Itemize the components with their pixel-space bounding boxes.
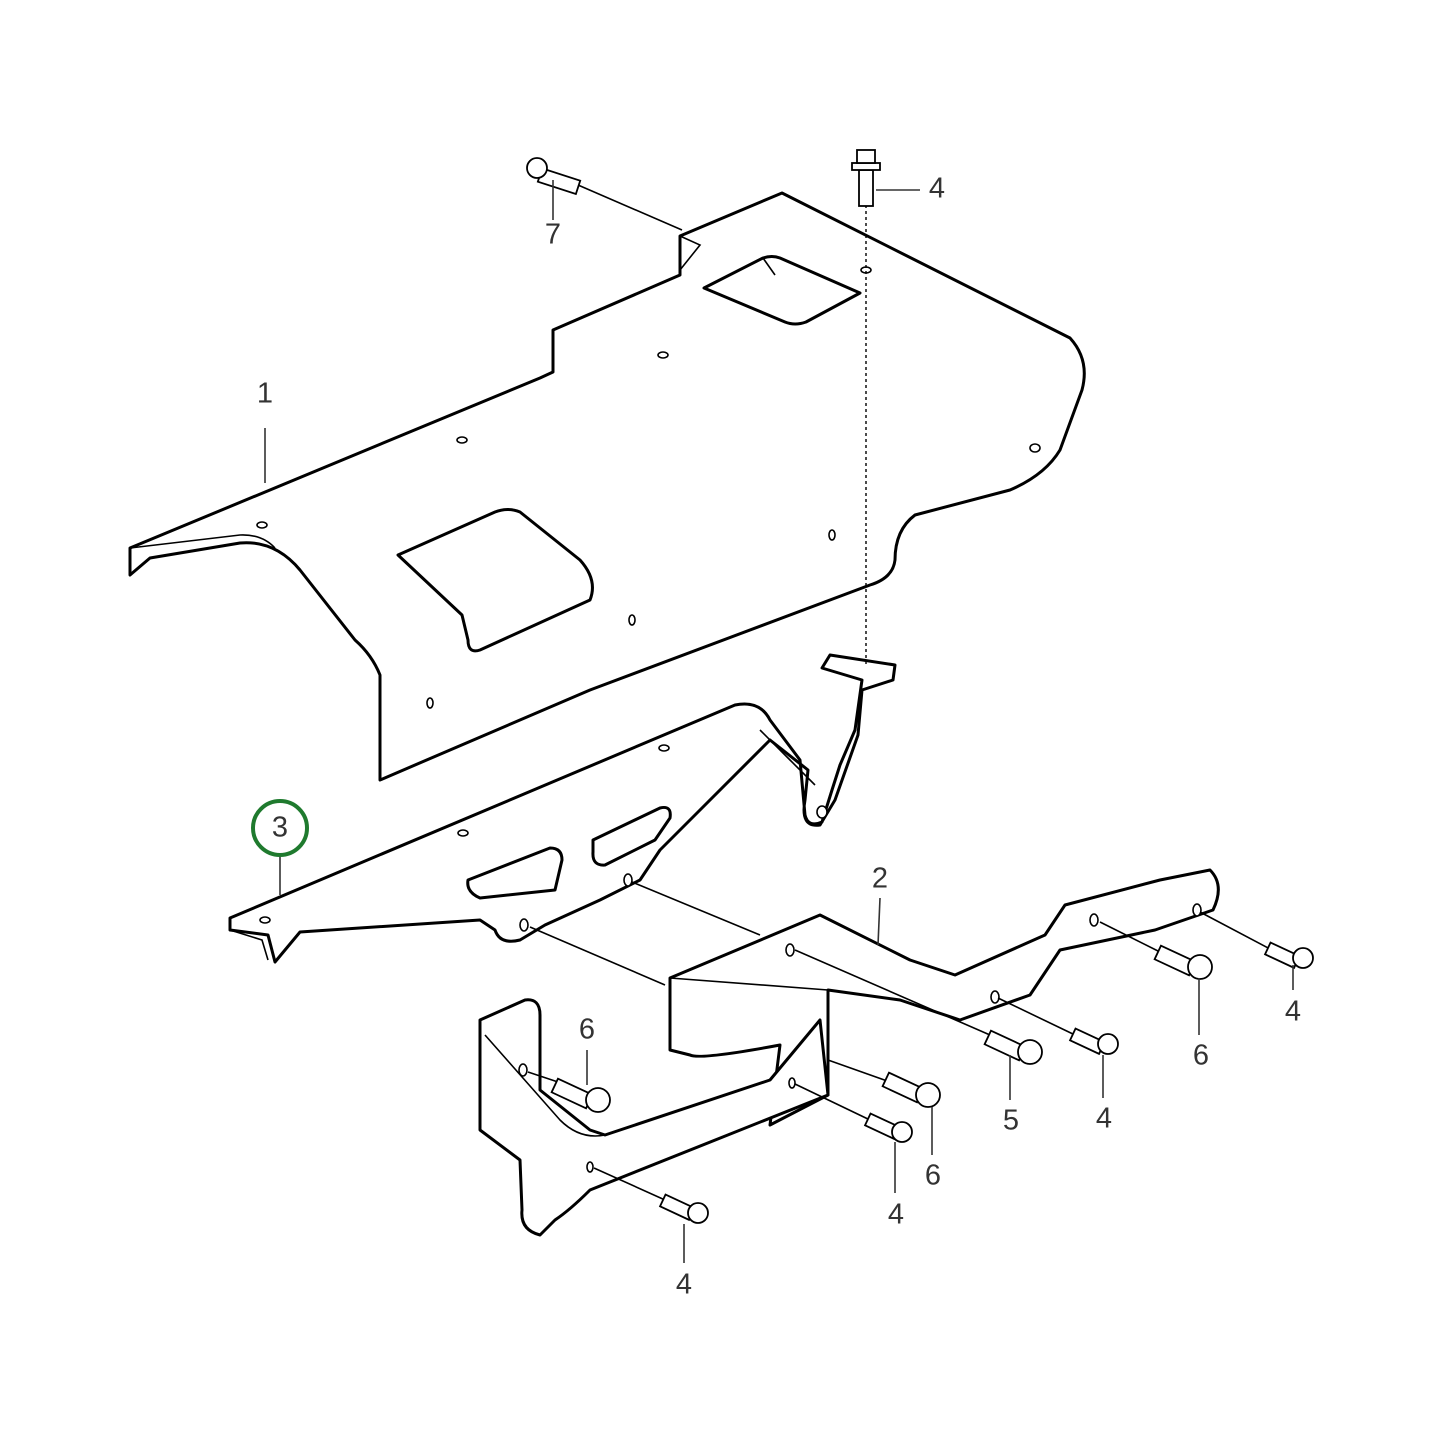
part-1-skid-plate[interactable] — [128, 191, 1086, 782]
part-3-side-bracket[interactable] — [228, 653, 897, 964]
callout-7[interactable]: 7 — [545, 219, 561, 251]
bolt-6-right[interactable] — [1153, 944, 1213, 980]
bolt-4-top[interactable] — [851, 149, 881, 207]
bolt-6-left[interactable] — [550, 1077, 611, 1113]
callout-3[interactable]: 3 — [272, 812, 288, 844]
callout-4-middle[interactable]: 4 — [888, 1199, 904, 1231]
assembly-axis-lines — [527, 184, 1273, 1201]
callout-2[interactable]: 2 — [872, 863, 888, 895]
callout-6-right[interactable]: 6 — [1193, 1040, 1209, 1072]
bolt-4-right-top[interactable] — [1263, 941, 1314, 970]
bolt-5[interactable] — [983, 1029, 1043, 1065]
bolt-4-bottom[interactable] — [658, 1193, 709, 1224]
callout-6-middle[interactable]: 6 — [925, 1160, 941, 1192]
callout-1[interactable]: 1 — [257, 378, 273, 410]
bolt-4-middle[interactable] — [863, 1112, 913, 1143]
callout-6-left[interactable]: 6 — [579, 1014, 595, 1046]
callout-4-top[interactable]: 4 — [929, 173, 945, 205]
callout-leaders — [264, 180, 1294, 1263]
bolt-4-middle-right[interactable] — [1068, 1027, 1119, 1056]
callout-4-middle-right[interactable]: 4 — [1096, 1103, 1112, 1135]
bolt-7[interactable] — [526, 157, 582, 196]
callout-labels: 1 2 3 4 7 4 6 4 5 6 6 4 4 — [257, 173, 1301, 1301]
bolt-6-middle[interactable] — [881, 1071, 941, 1108]
callout-5[interactable]: 5 — [1003, 1105, 1019, 1137]
callout-4-right-top[interactable]: 4 — [1285, 996, 1301, 1028]
part-lower-u-bracket[interactable] — [478, 998, 830, 1237]
highlight-ring-part-3 — [251, 799, 309, 857]
callout-4-bottom[interactable]: 4 — [676, 1269, 692, 1301]
